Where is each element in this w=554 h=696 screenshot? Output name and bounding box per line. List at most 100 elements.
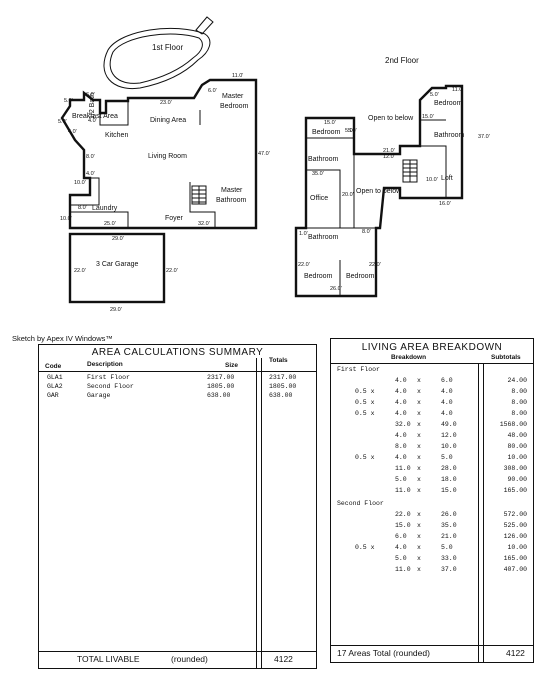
dim-label: 21.0' [383,148,395,154]
calc-code: GAR [47,392,59,399]
breakdown-b: 26.0 [441,511,457,518]
breakdown-a: 11.0 [395,487,411,494]
room-bedroom-b: Bedroom [434,100,463,107]
breakdown-x: x [417,432,421,439]
breakdown-x: x [417,566,421,573]
calc-description: Second Floor [87,383,134,390]
breakdown-a: 4.0 [395,399,407,406]
calc-total: 2317.00 [269,374,297,381]
breakdown-x: x [417,487,421,494]
breakdown-a: 11.0 [395,465,411,472]
breakdown-a: 5.0 [395,476,407,483]
breakdown-a: 4.0 [395,377,407,384]
breakdown-subtotal: 126.00 [503,533,527,540]
breakdown-factor: 0.5 x [355,388,375,395]
breakdown-subtotal: 525.00 [503,522,527,529]
dim-label: 11.0' [232,73,243,79]
breakdown-a: 4.0 [395,544,407,551]
dim-label: 47.0' [258,151,270,157]
breakdown-a: 8.0 [395,443,407,450]
breakdown-a: 22.0 [395,511,411,518]
dim-label: 4.0' [86,171,95,177]
breakdown-a: 4.0 [395,432,407,439]
calc-size: 2317.00 [207,374,235,381]
calc-size: 1805.00 [207,383,235,390]
breakdown-a: 32.0 [395,421,411,428]
dim-label: 37.0' [478,134,490,140]
col-size: Size [225,362,239,369]
total-rounded: (rounded) [171,654,208,664]
breakdown-subtotal: 24.00 [507,377,527,384]
dim-label: 5.0' [348,128,357,134]
breakdown-b: 37.0 [441,566,457,573]
room-office: Office [310,195,328,202]
dim-label: 4.0' [88,118,97,124]
dim-label: 4.0' [68,129,77,135]
breakdown-b: 4.0 [441,399,453,406]
dim-label: 29.0' [112,236,124,242]
breakdown-subtotal: 90.00 [507,476,527,483]
breakdown-subtotal: 10.00 [507,544,527,551]
room-living: Living Room [148,153,187,160]
room-bedroom-c: Bedroom [304,273,333,280]
breakdown-subtotal: 165.00 [503,555,527,562]
breakdown-b: 5.0 [441,544,453,551]
floor-plan-sketch: 1st Floor 2nd Floor Breakfast Area 1/2 B… [58,16,490,313]
section-label: Second Floor [331,500,533,511]
total-livable-label: TOTAL LIVABLE [77,654,140,664]
room-open-below-1: Open to below [368,115,414,122]
dim-label: 16.0' [439,201,451,207]
breakdown-b: 33.0 [441,555,457,562]
breakdown-factor: 0.5 x [355,410,375,417]
dim-label: 15.0' [324,120,336,126]
dim-label: 11.0' [452,87,463,93]
dim-label: 25.0' [104,221,116,227]
stairs-icon [191,185,207,205]
room-master-bedroom-1: Master [222,93,244,100]
dim-label: 5.0' [345,128,354,134]
breakdown-b: 28.0 [441,465,457,472]
room-bedroom-d: Bedroom [346,273,375,280]
col-code: Code [45,363,62,370]
breakdown-subtotal: 10.00 [507,454,527,461]
room-kitchen: Kitchen [105,132,128,139]
floor2-label: 2nd Floor [385,56,419,65]
dim-label: 22.0' [298,262,310,268]
col-description: Description [87,361,123,368]
breakdown-x: x [417,476,421,483]
breakdown-subtotal: 308.00 [503,465,527,472]
breakdown-subtotal: 48.00 [507,432,527,439]
breakdown-x: x [417,399,421,406]
col-breakdown: Breakdown [391,354,427,361]
calc-code: GLA1 [47,374,63,381]
stairs-icon [402,159,418,183]
areas-total-label: 17 Areas Total (rounded) [337,648,430,658]
floor2-interior-walls [306,119,447,296]
breakdown-factor: 0.5 x [355,399,375,406]
breakdown-x: x [417,544,421,551]
breakdown-x: x [417,454,421,461]
breakdown-x: x [417,421,421,428]
col-subtotals: Subtotals [491,354,521,361]
dim-label: 22.0' [369,262,381,268]
room-open-below-2: Open to below [356,188,402,195]
breakdown-a: 15.0 [395,522,411,529]
dim-label: 23.0' [160,100,172,106]
floor1-label: 1st Floor [152,43,183,52]
breakdown-subtotal: 80.00 [507,443,527,450]
section-label: First Floor [331,366,533,377]
dim-label: 20.0' [342,192,354,198]
calc-size: 638.00 [207,392,231,399]
